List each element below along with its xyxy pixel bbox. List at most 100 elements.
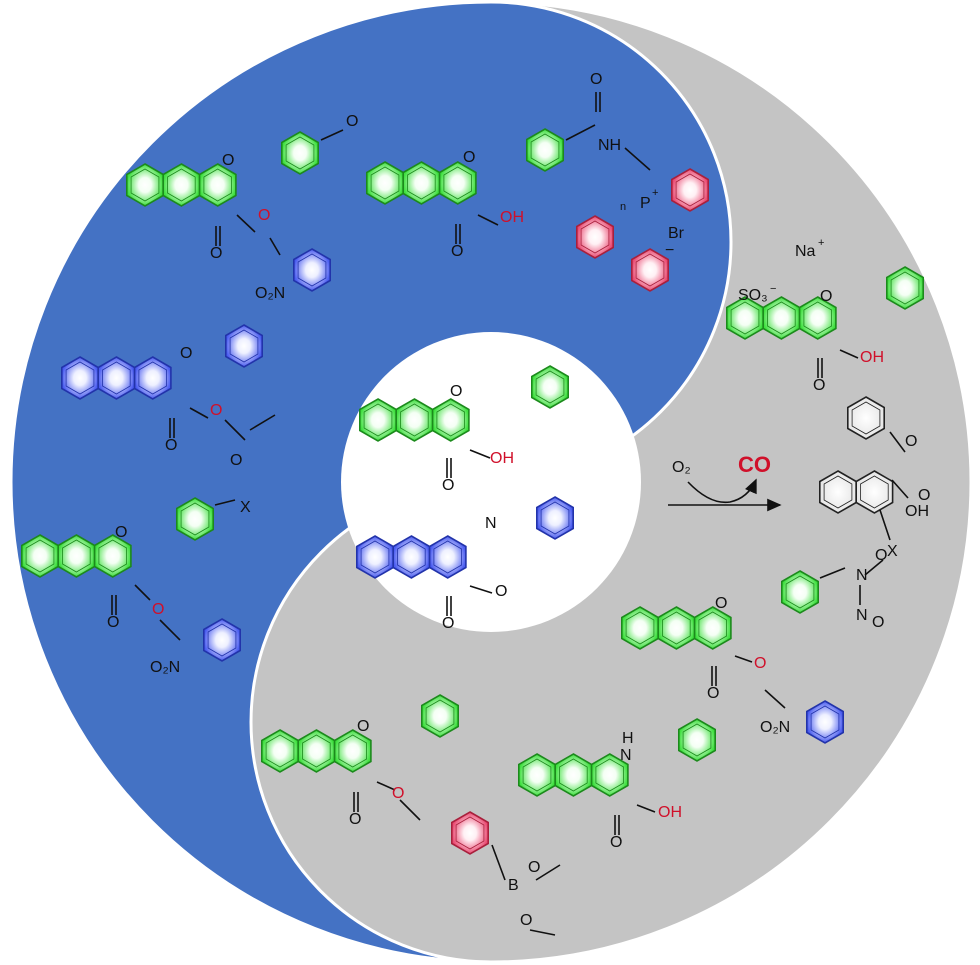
ring-inner-bond — [130, 168, 160, 202]
atom-label-o: O — [590, 71, 602, 88]
atom-label-oh: OH — [500, 209, 524, 226]
bond-line — [529, 929, 556, 936]
ring-inner-bond — [62, 539, 91, 573]
ring-inner-bond — [338, 734, 368, 768]
atom-label-n: N — [856, 567, 868, 584]
bond-line — [320, 129, 344, 141]
atom-label-o: O — [115, 524, 127, 541]
atom-label-o: O — [463, 149, 475, 166]
ring-inner-bond — [229, 329, 259, 363]
ring-inner-bond — [767, 301, 796, 335]
atom-label-plus: + — [818, 237, 824, 249]
atom-label-o: O — [357, 718, 369, 735]
atom-label-o: O — [442, 477, 454, 494]
ring-inner-bond — [443, 166, 473, 200]
bond-line — [565, 124, 596, 141]
bond-line — [734, 655, 753, 663]
atom-label-n: N — [856, 607, 868, 624]
atom-label-o: O — [918, 487, 930, 504]
bond-line — [399, 799, 421, 821]
atom-label-o: O — [905, 433, 917, 450]
ring-inner-bond — [522, 758, 552, 792]
bond-line — [236, 214, 256, 233]
atom-label-o: O — [230, 452, 242, 469]
atom-label-o: O — [610, 834, 622, 851]
atom-label-o: O — [450, 383, 462, 400]
atom-label-o: O — [107, 614, 119, 631]
ring-inner-bond — [425, 699, 455, 733]
ring-inner-bond — [860, 475, 889, 509]
ring-inner-bond — [407, 166, 436, 200]
ring-inner-bond — [363, 403, 393, 437]
atom-label-oh: OH — [905, 503, 929, 520]
atom-label-n: N — [485, 515, 497, 532]
bond-line — [224, 419, 246, 441]
center-disc — [341, 332, 641, 632]
atom-label-o: O — [715, 595, 727, 612]
bond-line — [839, 349, 859, 359]
bond-line — [477, 214, 499, 226]
atom-label-h: H — [622, 730, 634, 747]
bond-line — [764, 689, 786, 709]
atom-label-so3: SO₃ — [738, 287, 768, 304]
ring-inner-bond — [370, 166, 400, 200]
ring-inner-bond — [698, 611, 727, 645]
ring-inner-bond — [436, 403, 466, 437]
atom-label-o: O — [820, 288, 832, 305]
ring-inner-bond — [207, 623, 237, 657]
bond-line — [864, 559, 884, 576]
atom-label-o: O — [495, 583, 507, 600]
atom-label-o: O — [392, 785, 404, 802]
ring-inner-bond — [397, 540, 426, 574]
bond-line — [469, 585, 493, 594]
bond-line — [249, 414, 276, 431]
atom-label-o: O — [210, 245, 222, 262]
bond-line — [159, 619, 181, 641]
atom-label-oh: OH — [860, 349, 884, 366]
ring-inner-bond — [400, 403, 429, 437]
ring-inner-bond — [540, 501, 570, 535]
bond-line — [214, 499, 236, 506]
bond-line — [134, 584, 151, 601]
atom-label-o: O — [813, 377, 825, 394]
atom-label-co: CO — [738, 452, 771, 477]
atom-label-o: O — [707, 685, 719, 702]
bond-line — [889, 431, 906, 453]
atom-label-o: O — [875, 547, 887, 564]
ring-inner-bond — [635, 253, 665, 287]
ring-inner-bond — [530, 133, 560, 167]
bond-line — [535, 864, 561, 881]
atom-label-o: O — [152, 601, 164, 618]
ring-inner-bond — [675, 173, 705, 207]
atom-label-br: Br — [668, 225, 685, 242]
atom-label-x: X — [240, 499, 251, 516]
bond-line — [491, 844, 506, 881]
ring-inner-bond — [285, 136, 315, 170]
bond-line — [469, 449, 491, 459]
atom-label-minus: − — [665, 242, 674, 259]
bond-line — [879, 509, 891, 541]
ring-inner-bond — [265, 734, 295, 768]
ring-inner-bond — [803, 301, 832, 335]
bond-line — [819, 567, 846, 579]
ring-inner-bond — [785, 575, 815, 609]
atom-label-o: O — [210, 402, 222, 419]
ring-inner-bond — [890, 271, 920, 305]
atom-label-x: X — [887, 543, 898, 560]
ring-inner-bond — [433, 540, 463, 574]
atom-label-n: N — [620, 747, 632, 764]
atom-label-o: O — [872, 614, 884, 631]
bond-layer — [111, 92, 909, 936]
ring-inner-bond — [851, 401, 881, 435]
ring-inner-bond — [625, 611, 655, 645]
atom-label-plus: + — [652, 187, 658, 199]
atom-label-o: O — [442, 615, 454, 632]
atom-label-b: B — [508, 877, 519, 894]
bond-line — [636, 804, 656, 813]
atom-label-o: O — [754, 655, 766, 672]
atom-label-nh: NH — [598, 137, 621, 154]
atom-label-oh: OH — [658, 804, 682, 821]
bond-line — [891, 479, 909, 499]
